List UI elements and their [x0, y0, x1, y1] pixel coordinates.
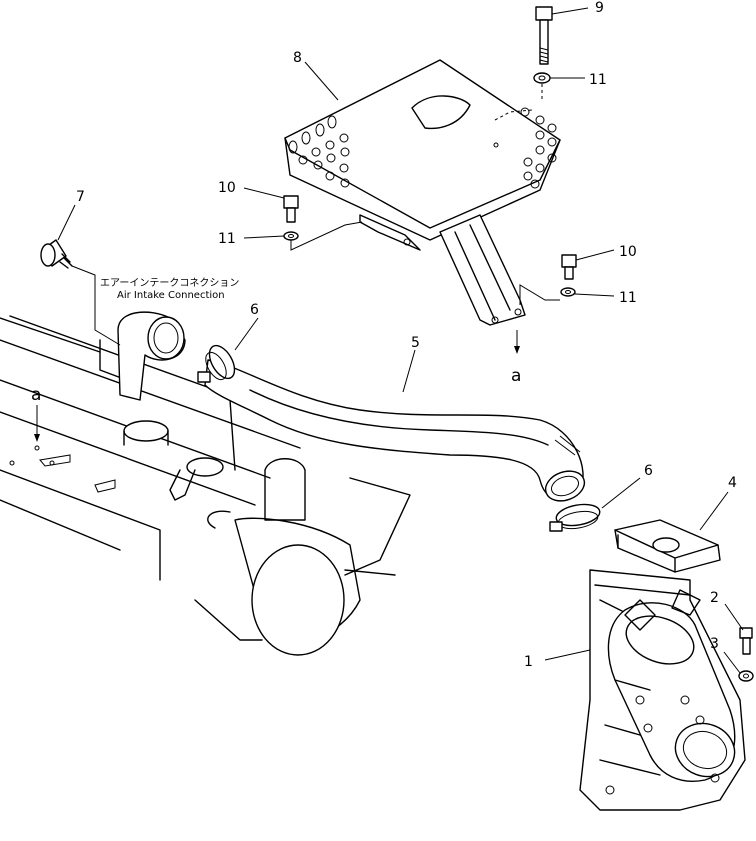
marker-a-right-arrow — [514, 330, 520, 354]
callout-11-top: 11 — [589, 72, 607, 88]
bracket-plate-part-8 — [284, 59, 561, 326]
bolt-part-10-right — [561, 249, 615, 280]
marker-a-left-arrow — [34, 405, 40, 451]
callout-5: 5 — [411, 335, 420, 351]
callout-3: 3 — [710, 636, 719, 652]
callout-10-right: 10 — [619, 244, 637, 260]
bolt-part-9 — [535, 6, 589, 65]
housing-part-1 — [544, 569, 746, 811]
callout-11-left: 11 — [218, 231, 236, 247]
washer-part-11-top — [533, 72, 585, 100]
note-english: Air Intake Connection — [117, 290, 225, 301]
callout-9: 9 — [595, 0, 604, 16]
washer-part-3 — [723, 651, 754, 682]
callout-6-upper: 6 — [250, 302, 259, 318]
callout-2: 2 — [710, 590, 719, 606]
note-japanese: エアーインテークコネクション — [100, 277, 239, 289]
plug-part-7 — [40, 204, 121, 346]
clamp-part-6-lower — [549, 503, 601, 532]
engine-block — [0, 315, 411, 656]
washer-part-11-left — [243, 221, 363, 251]
bolt-part-10-left — [243, 187, 299, 223]
callout-7: 7 — [76, 189, 85, 205]
marker-a-left: a — [31, 385, 41, 405]
callout-6-lower: 6 — [644, 463, 653, 479]
pad-part-4 — [614, 491, 729, 573]
intake-elbow — [117, 311, 186, 401]
callout-11-right: 11 — [619, 290, 637, 306]
clamp-part-6-upper — [197, 344, 236, 383]
callout-10-left: 10 — [218, 180, 236, 196]
callout-1: 1 — [524, 654, 533, 670]
intake-hose-part-5 — [204, 359, 586, 502]
callout-4: 4 — [728, 475, 737, 491]
bolt-part-2 — [724, 603, 753, 655]
callout-8: 8 — [293, 50, 302, 66]
washer-part-11-right — [519, 284, 615, 305]
marker-a-right: a — [511, 366, 521, 386]
plate-bolt-holes — [288, 107, 557, 189]
